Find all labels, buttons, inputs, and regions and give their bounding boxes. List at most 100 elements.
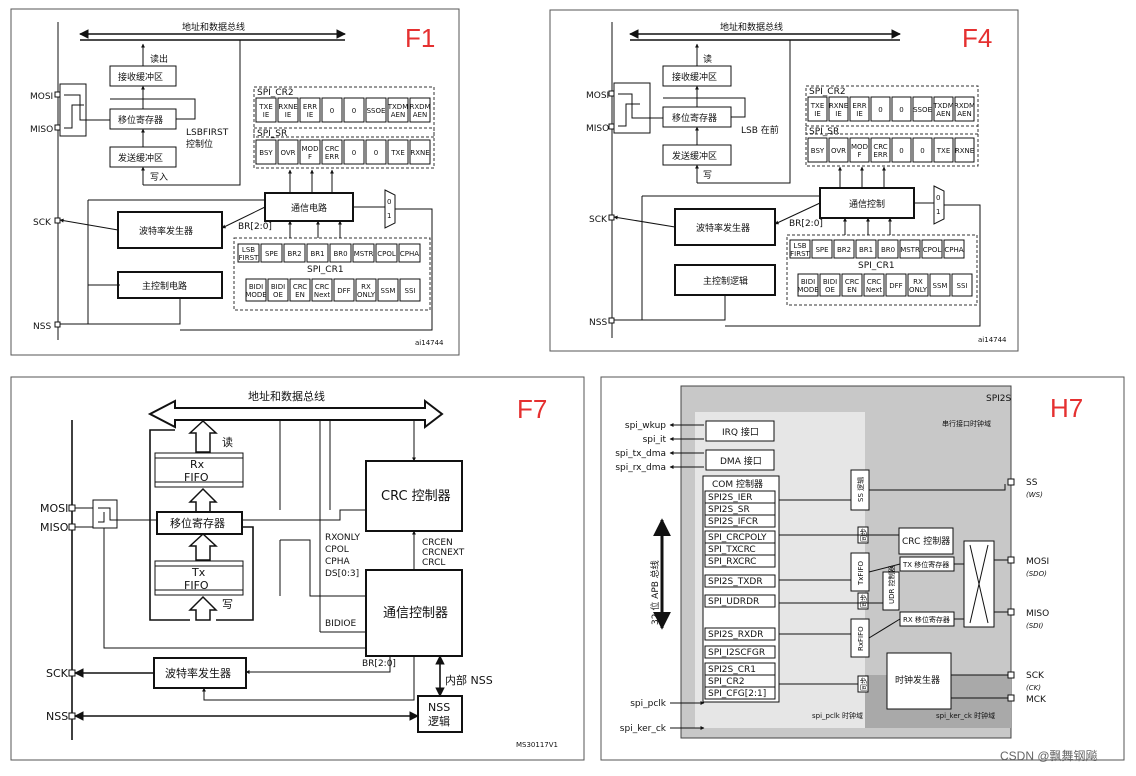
cr2-f1-bit-7 <box>409 97 431 123</box>
udr-controller-h7 <box>882 571 900 611</box>
svg-text:ai14744: ai14744 <box>978 336 1007 344</box>
sr-f1-bit-label: TXE <box>390 149 405 157</box>
panel-f4: F4 地址和数据总线 接收缓冲区 移位寄存器 发送缓冲区 读 写 LSB 在前 … <box>549 9 1019 352</box>
sr-f4-bit-label: BSY <box>811 147 825 155</box>
sr-f1-bit-3 <box>321 139 343 165</box>
sr-f1-bit-0 <box>255 139 277 165</box>
svg-text:1: 1 <box>387 212 391 220</box>
cr2-f1-bit-6 <box>387 97 409 123</box>
svg-text:通信控制器: 通信控制器 <box>383 606 448 621</box>
cr1a-f1-bit-5 <box>352 243 375 263</box>
h7-register <box>704 686 776 700</box>
cr1a-f1-bit-label: LSB <box>242 246 255 254</box>
panel-tag-f4: F4 <box>962 23 992 53</box>
cr2-f1-bit-label: IE <box>285 111 292 119</box>
comm-controller-f7 <box>365 569 463 657</box>
svg-text:内部 NSS: 内部 NSS <box>445 673 493 687</box>
h7-register-label: SPI2S_CR1 <box>708 665 756 675</box>
svg-text:SS: SS <box>1026 478 1038 488</box>
cr1b-f1-bit-label: DFF <box>337 287 350 295</box>
svg-text:1: 1 <box>936 208 940 216</box>
cr1a-f4-bit-label: SPE <box>815 246 828 254</box>
cr1a-f4-bit-2 <box>833 239 855 259</box>
watermark: CSDN @飘舞钢飚 <box>1000 748 1098 763</box>
panel-f7: F7 地址和数据总线 读 Rx FIFO 移位寄存器 Tx FIFO 写 MOS… <box>10 376 585 761</box>
h7-title: SPI2S <box>986 394 1012 404</box>
cr1b-f4-bit-0 <box>797 273 819 297</box>
cr1a-f1-bit-label: SPE <box>265 250 278 258</box>
cr2-f1-bit-label: SSOE <box>367 107 386 115</box>
svg-text:波特率发生器: 波特率发生器 <box>696 222 750 234</box>
cr2-f1-bit-3 <box>321 97 343 123</box>
panel-tag-f7: F7 <box>517 394 547 424</box>
cr1b-f4-bit-label: EN <box>847 286 857 294</box>
sr-f1-bit-label: CRC <box>325 145 339 153</box>
svg-text:UDR 控制器: UDR 控制器 <box>887 565 896 604</box>
sr-f4-bit-3 <box>870 137 891 163</box>
panel-f1: F1 地址和数据总线 接收缓冲区 移位寄存器 发送缓冲区 读出 写入 LSBFI… <box>10 8 460 356</box>
svg-text:FIFO: FIFO <box>184 471 209 484</box>
cr1b-f4-bit-label: BIDI <box>801 278 815 286</box>
cr1b-f1-bit-4 <box>333 278 355 302</box>
cr2-f1-bit-label: IE <box>307 111 314 119</box>
cr2-f4-bit-4 <box>891 96 912 122</box>
cr1a-f1-bit-1 <box>260 243 283 263</box>
write-label-f1: 写入 <box>150 172 168 183</box>
sr-f1-bit-label: ERR <box>325 153 339 161</box>
cr2-f1-bit-label: IE <box>263 111 270 119</box>
cr2-f1-bit-label: RXDM <box>409 103 430 111</box>
lsb-first-label-f4: LSB 在前 <box>741 124 779 136</box>
cr1b-f4-bit-label: SSI <box>957 282 968 290</box>
svg-text:0: 0 <box>936 194 940 202</box>
cr1a-f1-bit-label: BR1 <box>310 250 324 258</box>
baud-generator-f4 <box>674 208 776 246</box>
cr1a-f4-bit-label: BR0 <box>881 246 895 254</box>
cr1b-f1-bit-3 <box>311 278 333 302</box>
sr-f4-bit-2 <box>849 137 870 163</box>
bus-label-f4: 地址和数据总线 <box>720 21 783 33</box>
sr-f1-bit-1 <box>277 139 299 165</box>
svg-text:SCK: SCK <box>46 667 69 680</box>
svg-text:SPI_CR1: SPI_CR1 <box>858 261 895 271</box>
svg-text:通信控制: 通信控制 <box>849 198 885 210</box>
svg-text:32 位 APB 总线: 32 位 APB 总线 <box>649 560 661 625</box>
cr1b-f4-bit-label: CRC <box>845 278 859 286</box>
tx-buffer-label: 发送缓冲区 <box>118 152 163 164</box>
cr2-f1-bit-4 <box>343 97 365 123</box>
svg-text:BR[2:0]: BR[2:0] <box>789 219 823 229</box>
cr1b-f4-bit-7 <box>951 273 973 297</box>
h7-register-label: SPI_UDRDR <box>708 597 759 607</box>
svg-text:同步: 同步 <box>860 677 868 691</box>
crc-controller-h7 <box>898 527 954 555</box>
sr-f1-bit-label: BSY <box>259 149 273 157</box>
cr1b-f1-bit-7 <box>399 278 421 302</box>
svg-text:CPHA: CPHA <box>325 557 350 567</box>
sr-f4-bit-5 <box>912 137 933 163</box>
cr2-f1-bit-label: 0 <box>352 107 356 115</box>
h7-register-label: SPI_TXCRC <box>708 545 756 555</box>
cr1b-f4-bit-label: SSM <box>933 282 948 290</box>
cr1b-f4-bit-6 <box>929 273 951 297</box>
sr-f1-bit-6 <box>387 139 409 165</box>
cr1a-f1-bit-label: FIRST <box>239 254 259 262</box>
cr1b-f1-bit-label: CRC <box>315 283 329 291</box>
cr1b-f1-bit-label: EN <box>295 291 305 299</box>
sr-f4-bit-4 <box>891 137 912 163</box>
cr1b-f1-bit-2 <box>289 278 311 302</box>
svg-text:MS30117V1: MS30117V1 <box>516 741 558 749</box>
cr1b-f1-bit-label: MODE <box>245 291 266 299</box>
sr-f1-bit-label: MOD <box>302 145 319 153</box>
cr1b-f1-bit-label: OE <box>273 291 283 299</box>
cr1b-f1-bit-label: BIDI <box>249 283 263 291</box>
svg-text:FIFO: FIFO <box>184 579 209 592</box>
cr2-f4-bit-label: 0 <box>899 106 903 114</box>
cr2-f4-bit-0 <box>807 96 828 122</box>
cr2-f4-bit-label: RXNE <box>829 102 848 110</box>
svg-text:主控制逻辑: 主控制逻辑 <box>703 275 748 287</box>
cr1a-f4-bit-5 <box>899 239 921 259</box>
read-label-f1: 读出 <box>150 53 168 65</box>
svg-text:波特率发生器: 波特率发生器 <box>165 666 231 680</box>
sr-f1-bit-label: RXNE <box>410 149 429 157</box>
svg-text:MOSI: MOSI <box>40 502 68 515</box>
cr2-f4-bit-label: TXE <box>810 102 825 110</box>
